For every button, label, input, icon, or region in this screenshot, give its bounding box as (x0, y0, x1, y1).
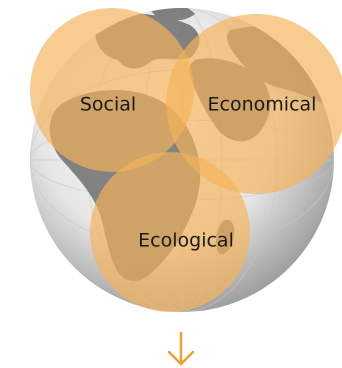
venn-circles (30, 8, 342, 312)
circle-ecological[interactable] (90, 152, 250, 312)
label-social: Social (80, 94, 136, 116)
label-economical: Economical (208, 94, 317, 116)
arrow-down-icon (167, 331, 195, 366)
circle-economical[interactable] (166, 14, 342, 194)
label-ecological: Ecological (138, 230, 234, 252)
circle-social[interactable] (30, 8, 194, 172)
